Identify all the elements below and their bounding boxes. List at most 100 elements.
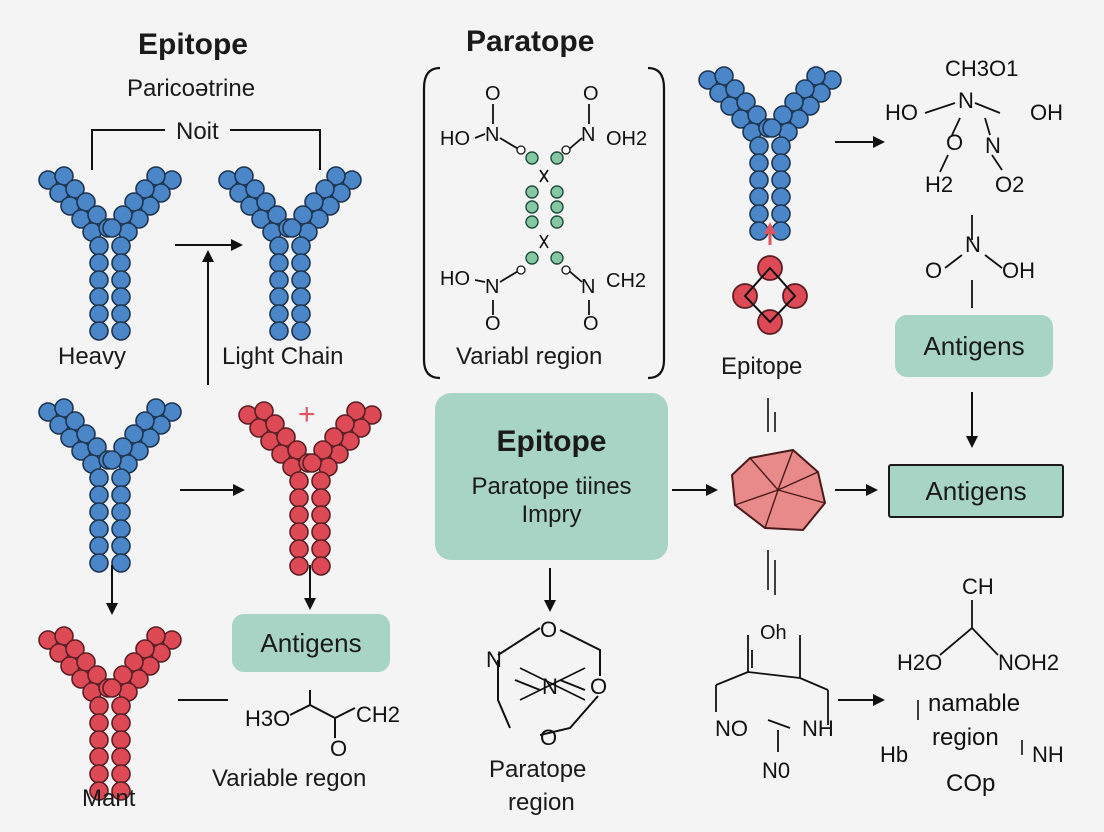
bead (749, 170, 769, 190)
bead (102, 450, 122, 470)
epitope-blob (730, 448, 827, 532)
paratope-region-line1: Paratope (489, 756, 587, 783)
bead (111, 236, 131, 256)
bead (111, 536, 131, 556)
bead (89, 713, 109, 733)
bead (311, 505, 331, 525)
blob-bar-top (767, 398, 776, 432)
chem-ring-o1: O (540, 617, 558, 642)
bead (269, 321, 289, 341)
chem-br2-nh: NH (1032, 742, 1064, 767)
bead (289, 522, 309, 542)
bead (111, 321, 131, 341)
bead (291, 321, 311, 341)
ring-cross (519, 667, 586, 701)
bead (111, 747, 131, 767)
green-bead (550, 151, 564, 165)
bead (269, 287, 289, 307)
chem-ch3o1: CH3O1 (945, 56, 1019, 81)
bead (771, 153, 791, 173)
arrow-head (866, 484, 878, 496)
bond-node (516, 145, 526, 155)
chem-br2-cop: COp (946, 770, 996, 797)
bond-node (561, 265, 571, 275)
green-bead (525, 200, 539, 214)
bond-node (561, 145, 571, 155)
bond-node (516, 265, 526, 275)
chem-bc-no: NO (715, 716, 748, 741)
blob-bar-bot (767, 550, 776, 595)
chem-bc-oh: Oh (760, 622, 787, 644)
bead (289, 539, 309, 559)
ring-bonds (497, 627, 601, 736)
arrow-head (966, 436, 978, 448)
arrow-right-top (835, 136, 885, 148)
chem-br2-namable: namable (928, 690, 1021, 717)
arrow-head (706, 484, 718, 496)
bead (111, 270, 131, 290)
arrow-head (873, 136, 885, 148)
bead (311, 471, 331, 491)
bead (111, 730, 131, 750)
bead (102, 678, 122, 698)
chem-bc-nh: NH (802, 716, 834, 741)
bead (291, 287, 311, 307)
bead (89, 730, 109, 750)
bead (291, 236, 311, 256)
bead (111, 485, 131, 505)
bead (311, 556, 331, 576)
arrow-head (304, 598, 316, 610)
bead (311, 539, 331, 559)
center-box-line2: Impry (521, 500, 582, 528)
bead (89, 304, 109, 324)
bead (749, 204, 769, 224)
bead (771, 204, 791, 224)
bead (111, 287, 131, 307)
chem-br2-hb: Hb (880, 742, 909, 767)
variabl-region-label: Variabl region (456, 343, 603, 370)
chem-tr-n2: N (985, 133, 1001, 158)
bead (269, 304, 289, 324)
arrow-red-down (304, 565, 316, 610)
chem-mid-n: N (965, 232, 981, 257)
arrow-center-down (544, 568, 556, 612)
arrow-blue-to-red (180, 484, 245, 496)
bead (311, 522, 331, 542)
green-bead (550, 251, 564, 265)
chem-tr-oh2: OH2 (606, 128, 648, 150)
center-box-title: Epitope (496, 424, 607, 458)
red-cluster-bonds (743, 266, 797, 324)
paratope-region-line2: region (508, 789, 575, 816)
antibody-blue-mid (38, 398, 182, 573)
arrow-head (764, 222, 776, 234)
bead (749, 136, 769, 156)
bead (771, 221, 791, 241)
arrow-bc-to-br (838, 694, 885, 706)
arrow-center-to-blob (672, 484, 718, 496)
antigens-box-bottom-left: Antigens (232, 614, 390, 672)
paratope-bonds-bot (474, 269, 590, 315)
chem-bl-h3o: H3O (245, 706, 291, 731)
bead (111, 713, 131, 733)
chem-tl-ho: HO (440, 128, 470, 150)
arrow-red-up (764, 222, 776, 245)
arrow-heavy-to-light (175, 239, 243, 251)
antibody-light (218, 166, 362, 341)
bc-molecule-bonds (715, 635, 829, 752)
chem-ring-o3: O (540, 725, 558, 750)
bead (111, 553, 131, 573)
chem-tl-o: O (485, 83, 501, 105)
subtitle: Paricoǝtrine (127, 75, 256, 102)
antigens-box-right-top: Antigens (895, 315, 1053, 377)
chem-bl-o: O (485, 313, 501, 335)
bead (771, 170, 791, 190)
chem-tr-n1: N (958, 88, 974, 113)
bead (89, 696, 109, 716)
bead (289, 488, 309, 508)
chem-bl-ho: HO (440, 268, 470, 290)
bl-molecule-bonds (289, 690, 356, 738)
noit-bracket (91, 129, 321, 170)
chem-mid-o: O (925, 258, 943, 283)
chem-bl-ch2: CH2 (356, 702, 401, 727)
bead (89, 519, 109, 539)
